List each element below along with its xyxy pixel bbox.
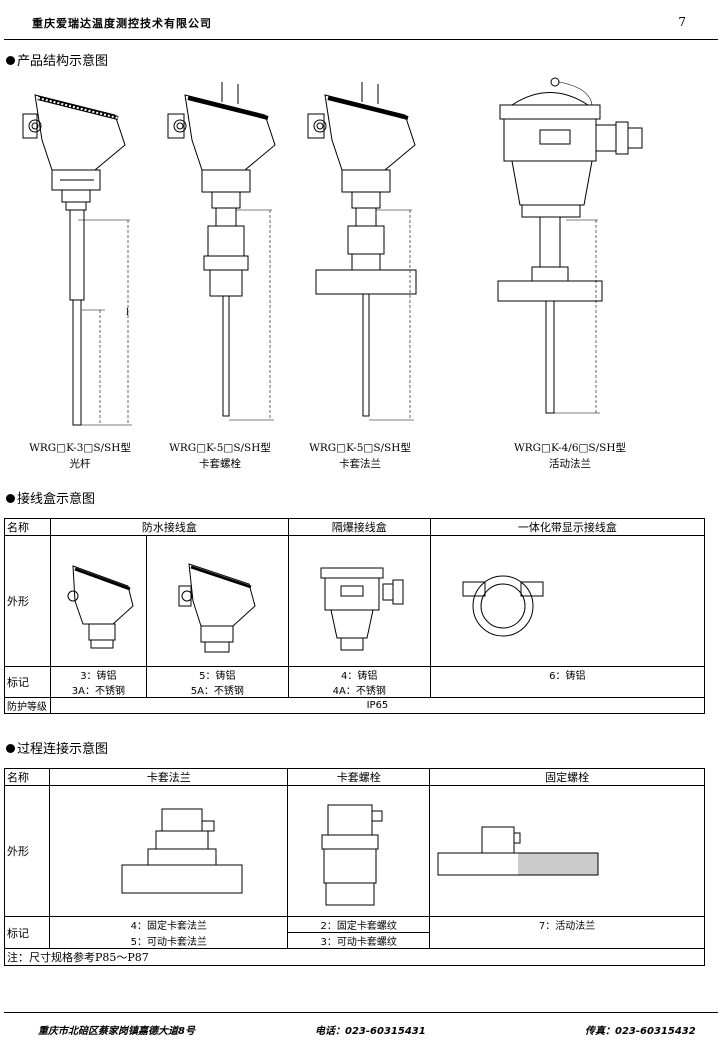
mark-cell: 3：铸铝 xyxy=(49,666,147,682)
col-name-header: 名称 xyxy=(3,768,51,786)
group-header: 固定螺栓 xyxy=(429,768,705,786)
bullet-icon xyxy=(6,744,15,753)
section-title-process-connection: 过程连接示意图 xyxy=(6,738,108,757)
section-title-junction-box: 接线盒示意图 xyxy=(6,488,95,507)
mark-cell: 2：固定卡套螺纹 xyxy=(287,916,431,933)
junction-box-table: 名称 防水接线盒 隔爆接线盒 一体化带显示接线盒 外形 xyxy=(4,518,706,714)
footer-phone: 电话：023-60315431 xyxy=(315,1026,426,1037)
box-image-cell xyxy=(49,535,147,667)
product-caption-4: WRG□K-4/6□S/SH型 活动法兰 xyxy=(500,440,640,472)
waterproof-box-5-image xyxy=(178,563,256,653)
company-name: 重庆爱瑞达温度测控技术有限公司 xyxy=(32,17,212,30)
mark-cell: 6：铸铝 xyxy=(429,666,706,698)
mark-cell: 3A：不锈钢 xyxy=(49,682,147,698)
box-image-cell xyxy=(287,535,431,667)
group-header: 卡套螺栓 xyxy=(287,768,431,786)
product-model: WRG□K-3□S/SH型 xyxy=(29,442,131,454)
product-caption-2: WRG□K-5□S/SH型 卡套螺栓 xyxy=(160,440,280,472)
row-label-mark: 标记 xyxy=(4,666,51,698)
group-header: 隔爆接线盒 xyxy=(287,518,431,536)
note: 注：尺寸规格参考P85～P87 xyxy=(4,948,705,966)
row-label-protection: 防护等级 xyxy=(4,697,51,714)
product-drawing-movable-flange xyxy=(497,77,643,414)
waterproof-box-3-image xyxy=(67,565,134,649)
page-number: 7 xyxy=(678,15,686,29)
group-header: 防水接线盒 xyxy=(49,518,289,536)
row-label-mark: 标记 xyxy=(3,916,51,949)
protection-value: IP65 xyxy=(49,697,706,714)
product-drawing-ferrule-bolt xyxy=(167,82,276,421)
product-name: 卡套法兰 xyxy=(339,458,381,470)
section-title-structure: 产品结构示意图 xyxy=(6,50,108,69)
group-header: 卡套法兰 xyxy=(49,768,289,786)
product-caption-1: WRG□K-3□S/SH型 光杆 xyxy=(20,440,140,472)
structure-drawings: l xyxy=(22,77,643,426)
footer-fax: 传真：023-60315432 xyxy=(585,1026,696,1037)
process-connection-table: 名称 卡套法兰 卡套螺栓 固定螺栓 外形 xyxy=(3,768,705,966)
product-model: WRG□K-5□S/SH型 xyxy=(169,442,271,454)
product-caption-3: WRG□K-5□S/SH型 卡套法兰 xyxy=(300,440,420,472)
ferrule-flange-image xyxy=(121,808,243,894)
product-model: WRG□K-4/6□S/SH型 xyxy=(513,442,627,454)
mark-cell: 7：活动法兰 xyxy=(429,916,705,949)
product-name: 光杆 xyxy=(69,458,91,470)
box-image-cell xyxy=(429,535,706,667)
product-drawing-smooth-rod: l xyxy=(22,94,132,426)
product-model: WRG□K-5□S/SH型 xyxy=(309,442,411,454)
mark-cell: 5：铸铝 xyxy=(145,666,289,682)
explosion-proof-box-image xyxy=(320,567,404,651)
row-label-shape: 外形 xyxy=(3,785,51,917)
mark-cell: 4：固定卡套法兰 xyxy=(49,916,289,933)
product-drawing-ferrule-flange xyxy=(307,82,417,421)
dim-label: l xyxy=(126,308,129,318)
display-box-image xyxy=(462,575,544,637)
product-name: 活动法兰 xyxy=(549,458,591,470)
ferrule-thread-image xyxy=(321,804,383,906)
group-header: 一体化带显示接线盒 xyxy=(429,518,706,536)
connection-image-cell xyxy=(49,785,289,917)
product-name: 卡套螺栓 xyxy=(199,458,241,470)
mark-cell: 4：铸铝 xyxy=(287,666,431,682)
header-rule xyxy=(4,39,718,40)
mark-cell: 5A：不锈钢 xyxy=(145,682,289,698)
mark-cell: 5：可动卡套法兰 xyxy=(49,932,289,949)
footer-rule xyxy=(4,1012,718,1013)
connection-image-cell xyxy=(429,785,705,917)
connection-image-cell xyxy=(287,785,431,917)
footer-address: 重庆市北碚区蔡家岗镇嘉德大道8号 xyxy=(38,1026,195,1037)
bullet-icon xyxy=(6,494,15,503)
fixed-bolt-image xyxy=(437,826,599,876)
mark-cell: 3：可动卡套螺纹 xyxy=(287,932,431,949)
mark-cell: 4A：不锈钢 xyxy=(287,682,431,698)
bullet-icon xyxy=(6,56,15,65)
col-name-header: 名称 xyxy=(4,518,51,536)
row-label-shape: 外形 xyxy=(4,535,51,667)
box-image-cell xyxy=(145,535,289,667)
